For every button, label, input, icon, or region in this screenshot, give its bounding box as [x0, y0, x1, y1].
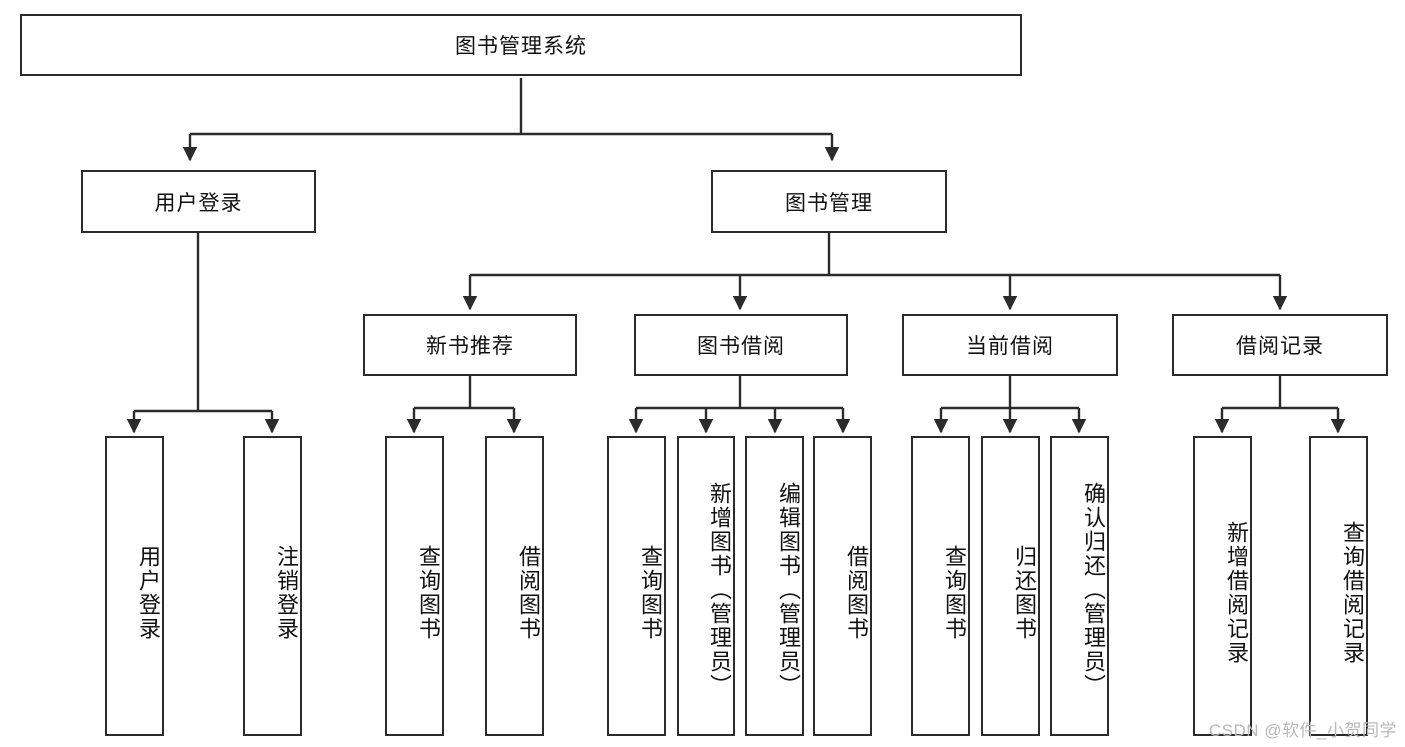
node-leaf-return-book[interactable]: 归还图书 — [981, 436, 1040, 736]
node-label: 注销登录 — [274, 545, 299, 641]
node-leaf-logout-login[interactable]: 注销登录 — [243, 436, 302, 736]
node-label: 确认归还（管理员） — [1081, 482, 1106, 698]
node-leaf-confirm-return[interactable]: 确认归还（管理员） — [1050, 436, 1109, 736]
node-leaf-user-login[interactable]: 用户登录 — [105, 436, 164, 736]
node-label: 当前借阅 — [966, 335, 1054, 358]
node-borrow-record[interactable]: 借阅记录 — [1172, 314, 1388, 376]
node-label: 查询图书 — [416, 545, 441, 641]
node-new-book-recommend[interactable]: 新书推荐 — [363, 314, 577, 376]
node-leaf-add-book[interactable]: 新增图书（管理员） — [677, 436, 735, 736]
node-label: 新增图书（管理员） — [707, 482, 732, 698]
node-book-management[interactable]: 图书管理 — [711, 170, 947, 233]
node-label: 归还图书 — [1012, 545, 1037, 641]
node-label: 用户登录 — [154, 191, 243, 215]
node-book-borrow[interactable]: 图书借阅 — [634, 314, 848, 376]
node-leaf-borrow-book-2[interactable]: 借阅图书 — [813, 436, 872, 736]
node-leaf-edit-book[interactable]: 编辑图书（管理员） — [745, 436, 804, 736]
node-label: 用户登录 — [136, 545, 161, 641]
node-label: 编辑图书（管理员） — [776, 482, 801, 698]
node-label: 图书管理 — [785, 191, 873, 215]
node-leaf-query-book-3[interactable]: 查询图书 — [911, 436, 970, 736]
node-leaf-borrow-book-1[interactable]: 借阅图书 — [485, 436, 544, 736]
node-label: 查询图书 — [638, 545, 663, 641]
node-label: 图书借阅 — [697, 335, 785, 358]
watermark-text: CSDN @软件_小贺同学 — [1208, 721, 1397, 740]
node-label: 借阅图书 — [516, 545, 541, 641]
node-label: 查询图书 — [942, 545, 967, 641]
node-label: 查询借阅记录 — [1340, 521, 1365, 665]
node-book-management-system[interactable]: 图书管理系统 — [20, 14, 1022, 76]
node-user-login[interactable]: 用户登录 — [81, 170, 316, 233]
node-leaf-query-book-2[interactable]: 查询图书 — [607, 436, 666, 736]
node-label: 借阅记录 — [1236, 335, 1324, 358]
node-leaf-query-record[interactable]: 查询借阅记录 — [1309, 436, 1368, 736]
node-leaf-query-book-1[interactable]: 查询图书 — [385, 436, 444, 736]
node-label: 图书管理系统 — [455, 35, 587, 58]
node-leaf-add-record[interactable]: 新增借阅记录 — [1193, 436, 1252, 736]
node-label: 借阅图书 — [844, 545, 869, 641]
node-label: 新增借阅记录 — [1224, 521, 1249, 665]
node-label: 新书推荐 — [426, 335, 514, 358]
node-current-borrow[interactable]: 当前借阅 — [902, 314, 1118, 376]
